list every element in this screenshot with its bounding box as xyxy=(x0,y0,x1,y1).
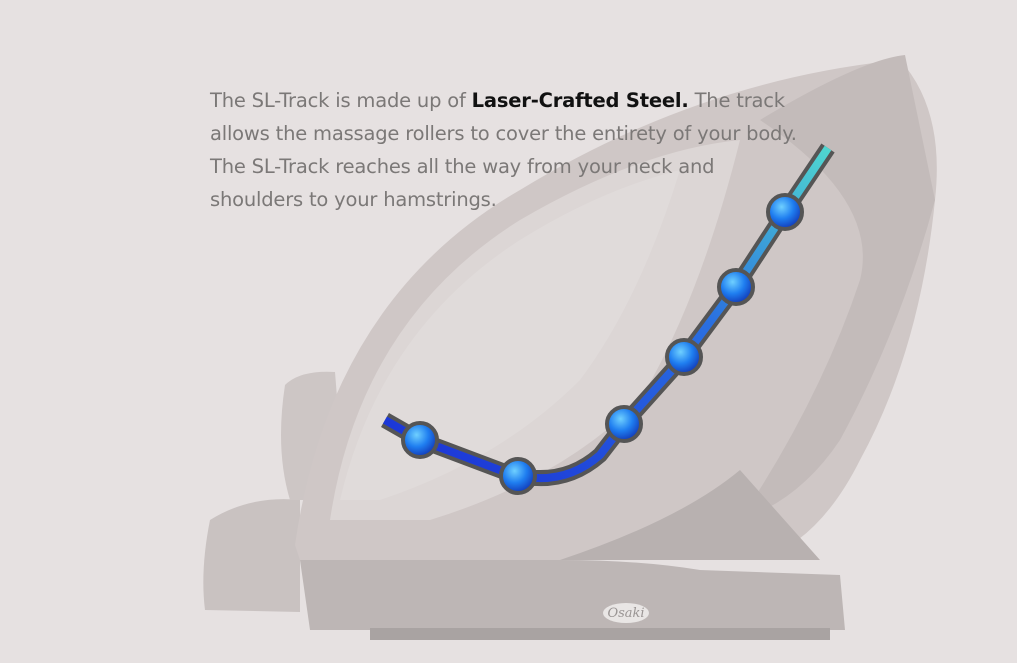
rollers xyxy=(401,193,804,495)
description-rest: The track allows the massage rollers to … xyxy=(210,88,797,211)
osaki-logo xyxy=(603,603,649,623)
roller-ball xyxy=(499,457,537,495)
osaki-logo-text: Osaki xyxy=(607,606,644,621)
sl-track-description: The SL-Track is made up of Laser-Crafted… xyxy=(210,84,810,216)
description-intro: The SL-Track is made up of xyxy=(210,88,472,112)
roller-ball xyxy=(401,421,439,459)
chair-body: Osaki xyxy=(203,55,937,640)
roller-ball xyxy=(717,268,755,306)
roller-ball xyxy=(605,405,643,443)
roller-ball xyxy=(766,193,804,231)
roller-ball xyxy=(665,338,703,376)
description-highlight: Laser-Crafted Steel. xyxy=(471,88,689,112)
